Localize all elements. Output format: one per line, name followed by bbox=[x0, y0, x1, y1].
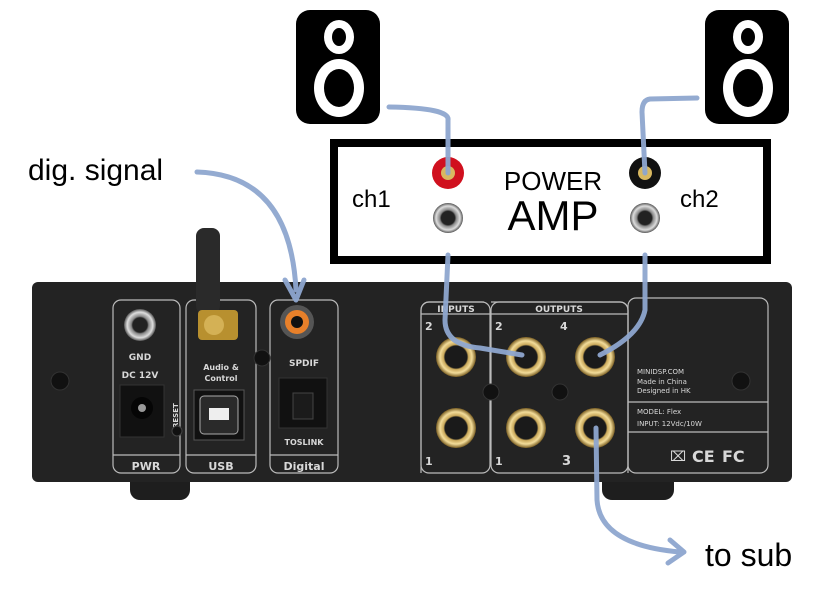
arrow-digital-signal bbox=[282, 277, 307, 303]
website-label: MINIDSP.COM bbox=[637, 368, 684, 376]
antenna bbox=[196, 228, 220, 314]
screw-icon bbox=[482, 383, 500, 401]
inputs-header: INPUTS bbox=[437, 305, 474, 315]
cable-left-speaker bbox=[386, 104, 451, 176]
output-4-jack[interactable] bbox=[575, 337, 615, 377]
dc-label: DC 12V bbox=[122, 371, 159, 381]
speaker-icon-right bbox=[705, 10, 789, 124]
cable-right-speaker bbox=[639, 95, 700, 176]
amp-title-line2: AMP bbox=[507, 192, 598, 239]
output-4-label: 4 bbox=[560, 320, 568, 333]
pwr-section-label: PWR bbox=[132, 460, 161, 473]
usb-label-line2: Control bbox=[204, 374, 237, 383]
made-in-label: Made in China bbox=[637, 378, 687, 386]
gnd-terminal[interactable] bbox=[124, 309, 156, 341]
reset-button[interactable] bbox=[171, 425, 183, 437]
fcc-mark: FC bbox=[722, 447, 745, 466]
digital-section-label: Digital bbox=[284, 460, 325, 473]
ce-mark: CE bbox=[692, 447, 715, 466]
output-3-label: 3 bbox=[562, 454, 571, 469]
weee-icon: ⌧ bbox=[670, 449, 686, 465]
input-1-jack[interactable] bbox=[436, 408, 476, 448]
model-label: MODEL: Flex bbox=[637, 408, 681, 416]
power-amp-box: POWER AMP ch1 ch2 bbox=[330, 139, 771, 264]
cable-ch1-input bbox=[442, 252, 525, 358]
output-2-jack[interactable] bbox=[506, 337, 546, 377]
usb-label-line1: Audio & bbox=[203, 363, 239, 372]
cable-to-sub bbox=[593, 425, 683, 555]
spdif-label: SPDIF bbox=[289, 359, 319, 369]
ch1-input-jack[interactable] bbox=[433, 203, 463, 233]
reset-label: RESET bbox=[172, 403, 180, 428]
input-1-label: 1 bbox=[425, 455, 433, 468]
cables bbox=[194, 95, 700, 566]
output-1-jack[interactable] bbox=[506, 408, 546, 448]
screw-icon bbox=[731, 371, 751, 391]
toslink-label: TOSLINK bbox=[285, 438, 325, 447]
digital-signal-label: dig. signal bbox=[28, 154, 163, 187]
input-rating-label: INPUT: 12Vdc/10W bbox=[637, 420, 702, 428]
ch2-label: ch2 bbox=[680, 186, 719, 213]
outputs-header: OUTPUTS bbox=[535, 305, 583, 315]
arrow-to-sub bbox=[665, 537, 687, 566]
ch1-label: ch1 bbox=[352, 186, 391, 213]
designed-in-label: Designed in HK bbox=[637, 387, 691, 395]
output-2-label: 2 bbox=[495, 320, 503, 333]
screw-icon bbox=[551, 383, 569, 401]
cable-digital-signal bbox=[194, 169, 299, 293]
input-2-label: 2 bbox=[425, 320, 433, 333]
cable-ch2-input bbox=[597, 252, 648, 358]
amp-title-line1: POWER bbox=[504, 166, 602, 196]
screw-icon bbox=[50, 371, 70, 391]
to-sub-label: to sub bbox=[705, 537, 792, 573]
speaker-icon-left bbox=[296, 10, 380, 124]
minidsp-flex-rear-panel: GND DC 12V RESET PWR Audio & Control USB… bbox=[32, 228, 792, 500]
gnd-label: GND bbox=[129, 353, 151, 363]
output-1-label: 1 bbox=[495, 455, 503, 468]
usb-section-label: USB bbox=[208, 460, 233, 473]
screw-icon bbox=[253, 349, 271, 367]
ch2-input-jack[interactable] bbox=[630, 203, 660, 233]
